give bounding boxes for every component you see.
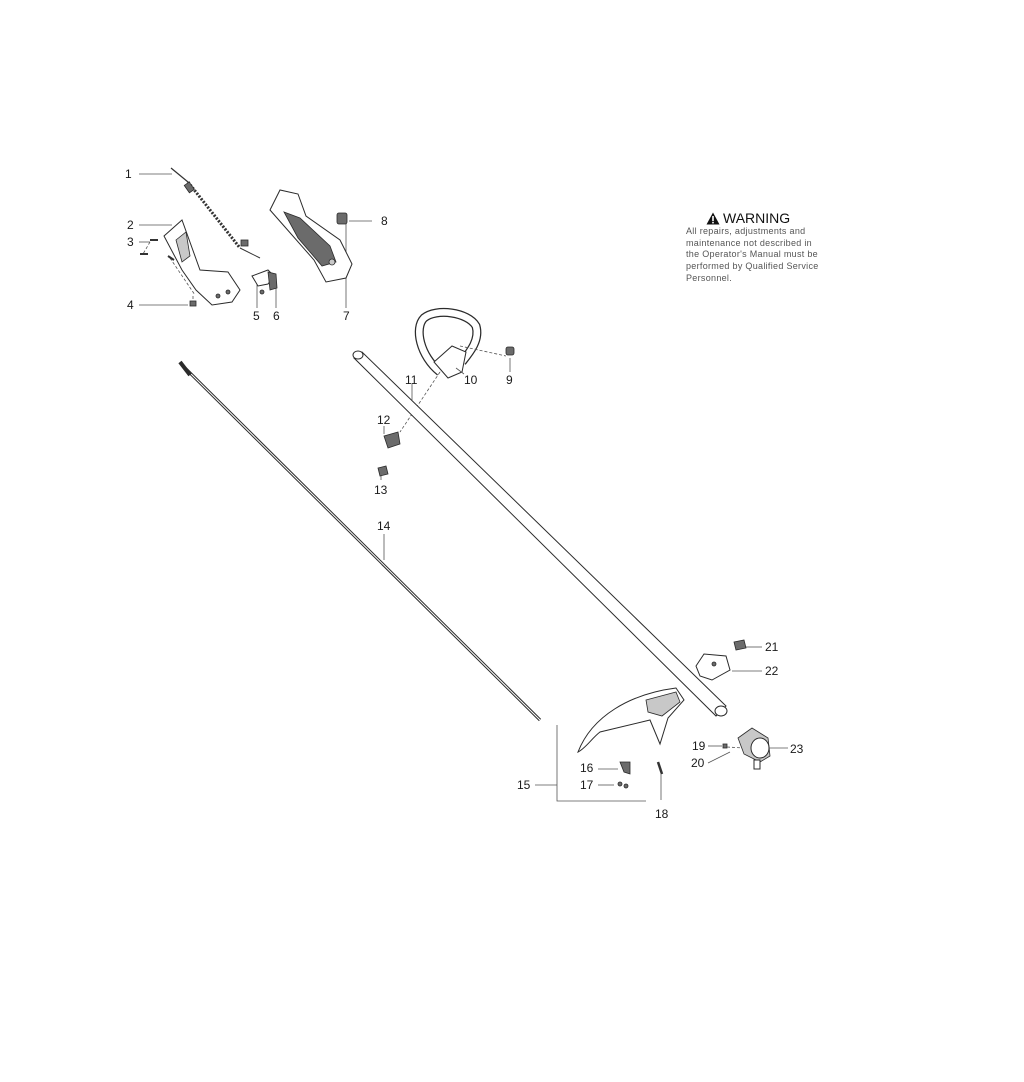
part-21-screw — [733, 639, 762, 651]
warning-triangle-icon — [706, 212, 720, 225]
callout-8: 8 — [381, 214, 388, 228]
callout-12: 12 — [377, 413, 391, 427]
part-7-handle-housing — [269, 189, 353, 308]
callout-18: 18 — [655, 807, 669, 821]
part-23-gearhead — [737, 727, 788, 770]
callout-17: 17 — [580, 778, 594, 792]
part-16-blade — [598, 761, 631, 775]
callout-21: 21 — [765, 640, 779, 654]
callout-9: 9 — [506, 373, 513, 387]
callout-7: 7 — [343, 309, 350, 323]
part-17-screws — [598, 781, 629, 789]
part-13-bolt — [377, 465, 389, 480]
callout-1: 1 — [125, 167, 132, 181]
callout-22: 22 — [765, 664, 779, 678]
callout-23: 23 — [790, 742, 804, 756]
part-10-loop-handle — [399, 307, 507, 433]
part-8-switch — [336, 212, 372, 225]
part-5-6-trigger — [251, 269, 278, 308]
callout-labels: 1 2 3 4 5 6 7 8 9 10 11 12 13 14 15 16 1… — [125, 167, 804, 821]
callout-14: 14 — [377, 519, 391, 533]
callout-10: 10 — [464, 373, 478, 387]
callout-11: 11 — [405, 373, 418, 387]
callout-13: 13 — [374, 483, 388, 497]
callout-2: 2 — [127, 218, 134, 232]
callout-3: 3 — [127, 235, 134, 249]
part-22-bracket — [695, 653, 762, 681]
part-19-20-screws — [707, 743, 745, 764]
part-15-shield-assembly — [535, 687, 685, 802]
callout-5: 5 — [253, 309, 260, 323]
part-11-drive-tube — [352, 350, 728, 717]
part-2-rear-handle — [139, 219, 241, 306]
part-12-clamp — [383, 426, 401, 449]
callout-20: 20 — [691, 756, 705, 770]
part-4-nut — [139, 296, 197, 307]
warning-notice: WARNING All repairs, adjustments and mai… — [686, 211, 846, 285]
part-3-screws — [139, 239, 196, 296]
warning-heading: WARNING — [706, 211, 846, 226]
part-14-drive-shaft — [178, 360, 542, 722]
part-18-bolt — [656, 761, 664, 800]
warning-body: All repairs, adjustments and maintenance… — [686, 226, 819, 283]
part-1-throttle-cable — [139, 167, 261, 259]
callout-19: 19 — [692, 739, 706, 753]
callout-15: 15 — [517, 778, 531, 792]
callout-4: 4 — [127, 298, 134, 312]
warning-title: WARNING — [723, 210, 791, 226]
callout-16: 16 — [580, 761, 594, 775]
callout-6: 6 — [273, 309, 280, 323]
part-9-knob — [505, 346, 515, 372]
